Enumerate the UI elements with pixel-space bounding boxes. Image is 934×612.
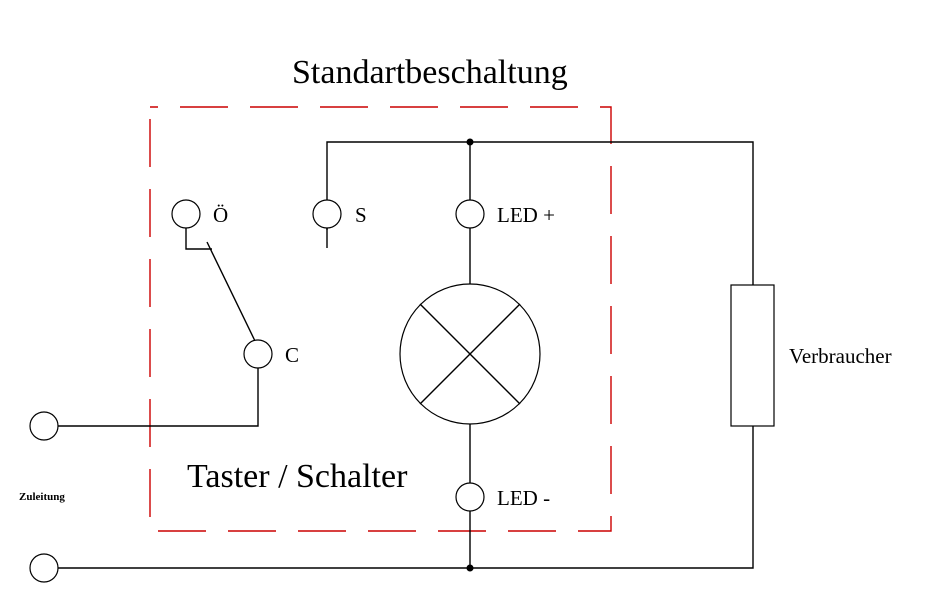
terminal-s-label: S [355, 203, 367, 227]
supply-label: Zuleitung [19, 491, 65, 503]
switch-lever [206, 241, 256, 342]
terminal-c-label: C [285, 343, 299, 367]
terminal-led-plus-label: LED + [497, 203, 555, 227]
terminal-oe-label: Ö [213, 203, 228, 227]
enclosure-label: Taster / Schalter [187, 458, 408, 495]
supply-terminal-top [29, 411, 59, 441]
supply-terminal-bottom [29, 553, 59, 583]
bottom-wire [58, 426, 754, 569]
terminal-s [312, 199, 342, 229]
terminal-oe [171, 199, 201, 229]
switch-enclosure-border [149, 106, 612, 532]
top-junction-dot [466, 138, 474, 146]
load-resistor-symbol [730, 284, 775, 427]
terminal-c [243, 339, 273, 369]
diagram-title: Standartbeschaltung [292, 54, 568, 91]
terminal-led-plus [455, 199, 485, 229]
terminal-led-minus [455, 482, 485, 512]
top-wire [326, 141, 754, 285]
c-to-supply-wire [58, 368, 259, 427]
terminal-led-minus-label: LED - [497, 486, 550, 510]
lamp-cross-line-2 [419, 303, 521, 405]
oe-terminal-lead [185, 228, 212, 250]
load-label: Verbraucher [789, 344, 892, 368]
